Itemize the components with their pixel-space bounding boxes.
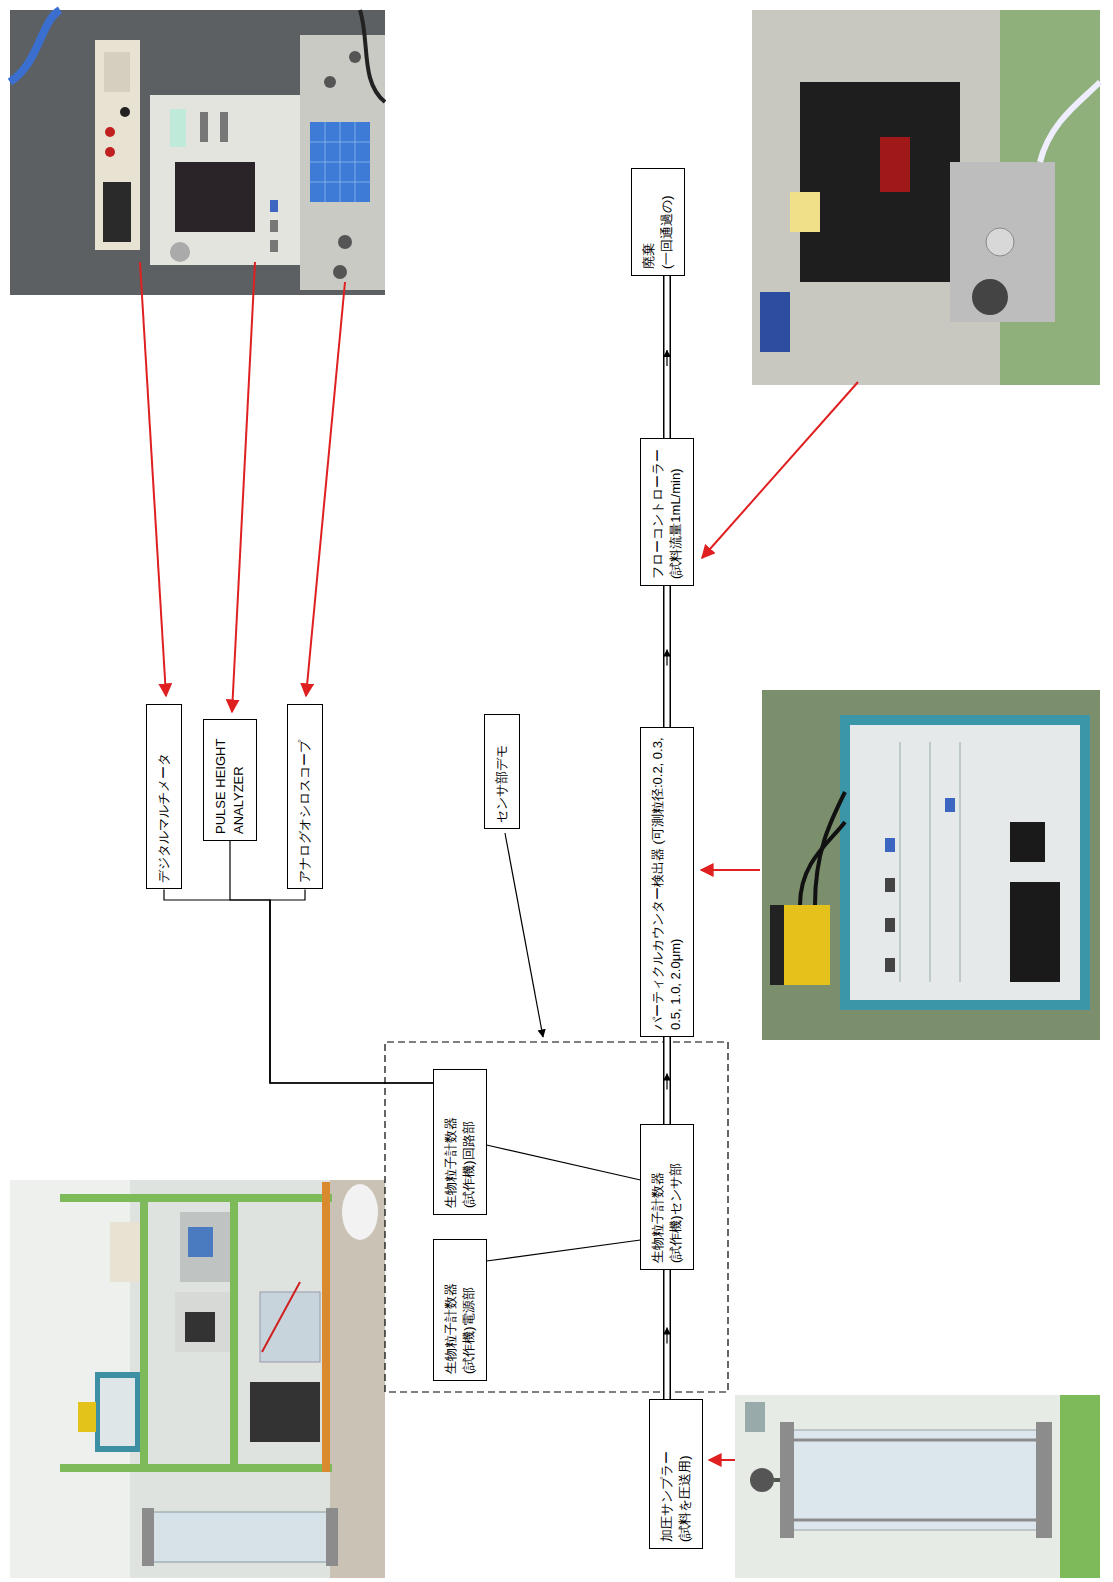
connector-group (230, 841, 433, 1083)
connector-group (164, 890, 433, 1084)
flow-controller-photo (752, 10, 1100, 385)
box-label: PULSE HEIGHT ANALYZER (212, 726, 247, 834)
connector-group (663, 1037, 671, 1124)
connector-group (663, 1270, 671, 1399)
box-label: パーティクルカウンター検出器 (可測粒径:0.2, 0.3, 0.5, 1.0,… (649, 734, 684, 1030)
box-label: アナログオシロスコープ (296, 712, 314, 883)
process-box: 加圧サンプラー (試料を圧送用) (649, 1399, 702, 1549)
wire-line (164, 890, 433, 1084)
flow-arrowhead (663, 1074, 671, 1081)
device-box: 生物粒子計数器 (試作機)回路部 (433, 1069, 486, 1215)
connector-group (663, 586, 671, 727)
instrument-box: デジタルマルチメータ (146, 705, 182, 890)
process-box: フローコントローラー (試料流量1mL/min) (640, 438, 693, 586)
process-box: 生物粒子計数器 (試作機)センサ部 (640, 1124, 693, 1270)
box-label: デジタルマルチメータ (155, 712, 173, 883)
particle-counter-photo (762, 690, 1100, 1040)
box-label: 生物粒子計数器 (試作機)電源部 (442, 1246, 477, 1374)
flow-tube (663, 1037, 671, 1124)
instrument-box: PULSE HEIGHT ANALYZER (203, 719, 256, 841)
demo-region (385, 1042, 728, 1392)
wire-line (230, 841, 433, 1083)
connector-group (663, 276, 671, 438)
demo-pointer (505, 833, 543, 1037)
connector-group (487, 1240, 641, 1261)
flow-tube (663, 1270, 671, 1399)
caption-box: センサ部デモ (484, 715, 520, 830)
process-box: パーティクルカウンター検出器 (可測粒径:0.2, 0.3, 0.5, 1.0,… (640, 727, 693, 1037)
wire-line (270, 890, 433, 1084)
connector-group (487, 1145, 641, 1180)
instrument-box: アナログオシロスコープ (287, 705, 323, 890)
process-box: 廃棄 (一回通過の) (631, 168, 684, 276)
photo-pointers (140, 262, 858, 1460)
flow-arrowhead (663, 650, 671, 657)
flow-arrowhead (663, 1328, 671, 1335)
flow-arrowhead (663, 350, 671, 357)
wire-line (487, 1240, 641, 1261)
device-box: 生物粒子計数器 (試作機)電源部 (433, 1239, 486, 1381)
box-label: センサ部デモ (493, 722, 511, 823)
flow-tube (663, 586, 671, 727)
connector-group (270, 890, 433, 1084)
flow-tube (663, 276, 671, 438)
wire-line (487, 1145, 641, 1180)
box-label: 生物粒子計数器 (試作機)センサ部 (649, 1131, 684, 1263)
instruments-photo (10, 10, 385, 295)
lab-photo (10, 1180, 385, 1578)
box-label: 廃棄 (一回通過の) (640, 175, 675, 269)
box-label: 加圧サンプラー (試料を圧送用) (658, 1406, 693, 1542)
box-label: 生物粒子計数器 (試作機)回路部 (442, 1076, 477, 1208)
box-label: フローコントローラー (試料流量1mL/min) (649, 445, 684, 579)
sampler-photo (735, 1395, 1100, 1578)
